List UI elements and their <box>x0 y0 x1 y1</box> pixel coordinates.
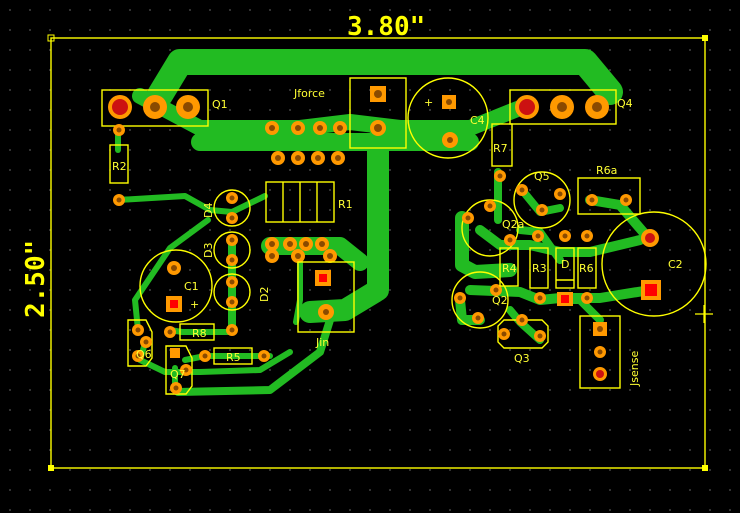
R5-footprint: R5 <box>199 347 270 365</box>
R6a-footprint: R6a <box>577 164 641 215</box>
header-connector <box>265 121 347 165</box>
R4-footprint: R4 <box>499 247 519 287</box>
Q1-footprint: Q1 <box>101 89 228 127</box>
svg-text:Q2a: Q2a <box>502 218 524 231</box>
svg-text:D: D <box>561 258 569 271</box>
Q5-footprint: Q5 <box>513 170 571 229</box>
svg-text:Q6: Q6 <box>136 348 152 361</box>
svg-text:Q1: Q1 <box>212 98 228 111</box>
Q6-footprint: Q6 <box>127 319 153 367</box>
crosshair-marker <box>695 305 713 323</box>
Jsense-footprint: Jsense <box>579 315 641 389</box>
R6-footprint: R6 <box>577 230 597 304</box>
svg-text:Q7: Q7 <box>170 368 186 381</box>
svg-text:R2: R2 <box>112 160 127 173</box>
svg-text:C1: C1 <box>184 280 199 293</box>
Jforce-footprint: Jforce <box>293 77 407 149</box>
svg-text:R7: R7 <box>493 142 508 155</box>
svg-text:+: + <box>190 298 199 311</box>
Q4-footprint: Q4 <box>509 89 633 125</box>
svg-text:Q2: Q2 <box>492 294 508 307</box>
R1-footprint: R1 <box>265 181 353 263</box>
svg-text:R6a: R6a <box>596 164 617 177</box>
svg-text:Jin: Jin <box>315 336 329 349</box>
R3-footprint: R3 <box>529 230 549 304</box>
svg-text:R5: R5 <box>226 351 241 364</box>
diode-stack: D4 D3 D2 <box>202 189 271 336</box>
svg-text:D4: D4 <box>202 203 215 218</box>
C1-footprint: C1 + <box>139 249 213 323</box>
svg-text:R4: R4 <box>502 262 517 275</box>
svg-text:D3: D3 <box>202 243 215 258</box>
svg-text:C2: C2 <box>668 258 683 271</box>
Q3-footprint: Q3 <box>497 314 549 365</box>
Jin-footprint: Jin <box>297 261 355 349</box>
svg-text:Q3: Q3 <box>514 352 530 365</box>
height-dimension: 2.50" <box>21 240 51 318</box>
corner-marker <box>702 465 708 471</box>
corner-marker <box>47 34 55 42</box>
svg-text:R1: R1 <box>338 198 353 211</box>
svg-text:R8: R8 <box>192 327 207 340</box>
Q2a-footprint: Q2a <box>461 199 524 257</box>
svg-text:R6: R6 <box>579 262 594 275</box>
copper-traces <box>115 49 655 396</box>
svg-text:D2: D2 <box>258 287 271 302</box>
R2-footprint: R2 <box>109 124 129 206</box>
svg-text:C4: C4 <box>470 114 485 127</box>
C4-footprint: + C4 <box>407 77 489 159</box>
svg-text:R3: R3 <box>532 262 547 275</box>
svg-text:Q4: Q4 <box>617 97 633 110</box>
width-dimension: 3.80" <box>347 12 425 42</box>
R7-footprint: R7 <box>491 123 513 182</box>
Q7-footprint: Q7 <box>165 345 193 395</box>
svg-text:Jforce: Jforce <box>293 87 325 100</box>
R8-footprint: R8 <box>164 323 215 341</box>
C2-footprint: C2 <box>601 211 707 317</box>
corner-marker <box>702 35 708 41</box>
D-footprint: D <box>555 230 575 306</box>
svg-text:Jsense: Jsense <box>628 351 641 387</box>
svg-text:Q5: Q5 <box>534 170 550 183</box>
corner-marker <box>48 465 54 471</box>
Q2-footprint: Q2 <box>451 271 509 329</box>
svg-text:+: + <box>424 96 433 109</box>
